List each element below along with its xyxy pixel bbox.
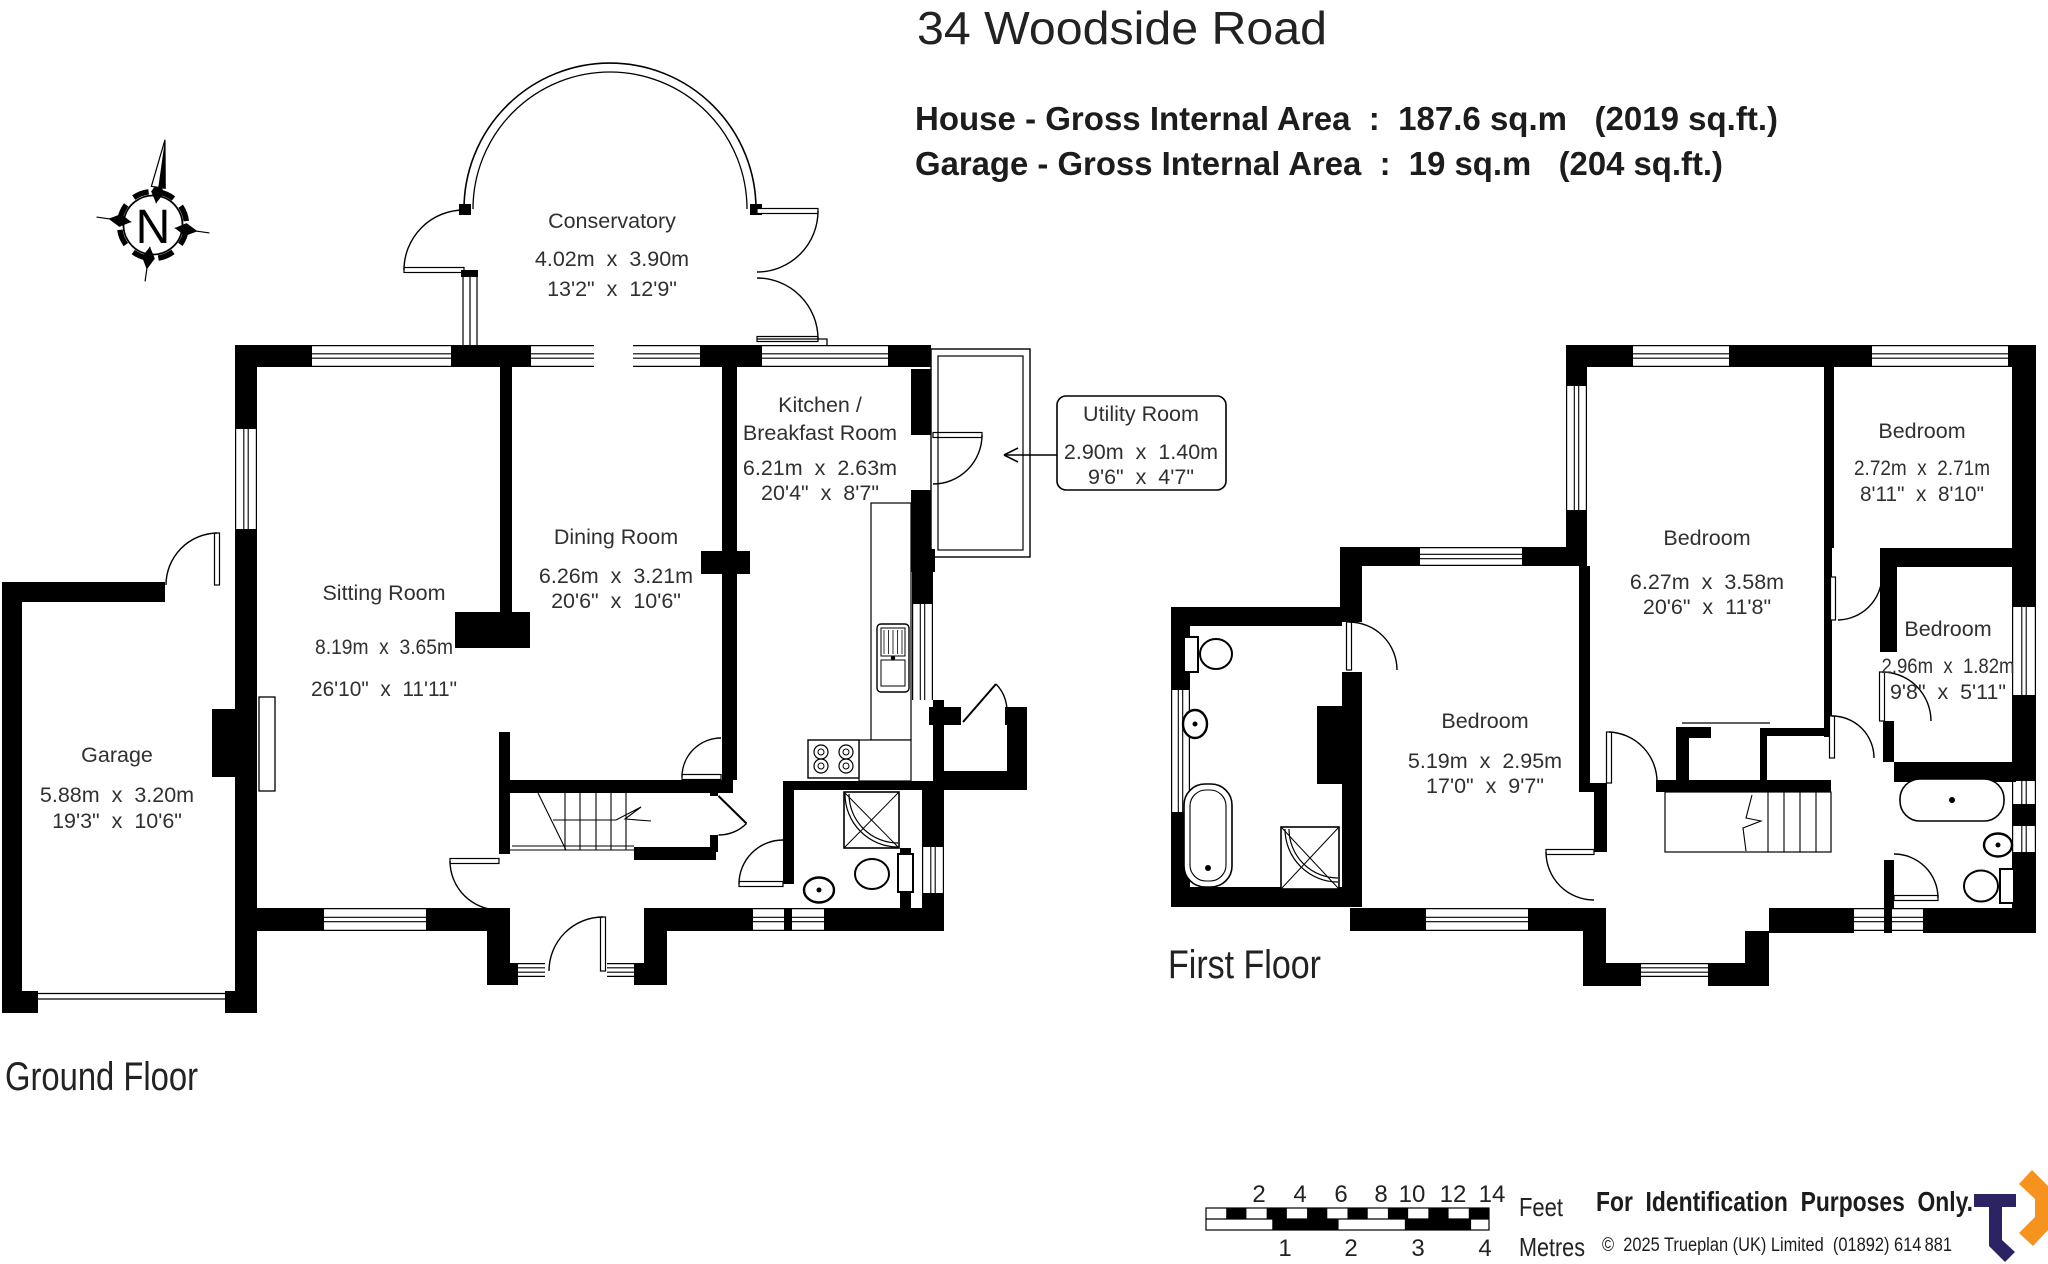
svg-text:Breakfast Room: Breakfast Room <box>743 421 897 445</box>
svg-text:First Floor: First Floor <box>1168 943 1321 987</box>
svg-text:Dining Room: Dining Room <box>554 525 678 549</box>
svg-text:13'2" x 12'9": 13'2" x 12'9" <box>547 277 677 301</box>
svg-text:Bedroom: Bedroom <box>1878 419 1965 443</box>
svg-text:6.21m x 2.63m: 6.21m x 2.63m <box>743 456 897 480</box>
svg-text:1: 1 <box>1278 1235 1291 1262</box>
svg-text:2.72m x 2.71m: 2.72m x 2.71m <box>1854 456 1990 480</box>
svg-text:Bedroom: Bedroom <box>1904 617 1991 641</box>
svg-text:6.26m x 3.21m: 6.26m x 3.21m <box>539 564 693 588</box>
svg-text:Conservatory: Conservatory <box>548 209 676 233</box>
svg-text:2.96m x 1.82m: 2.96m x 1.82m <box>1882 654 2015 678</box>
svg-text:4: 4 <box>1293 1181 1306 1208</box>
svg-text:Metres: Metres <box>1519 1232 1585 1262</box>
svg-text:Bedroom: Bedroom <box>1663 526 1750 550</box>
svg-text:Garage: Garage <box>81 743 153 767</box>
svg-text:17'0" x 9'7": 17'0" x 9'7" <box>1426 774 1544 798</box>
svg-text:Sitting Room: Sitting Room <box>322 581 445 605</box>
svg-text:26'10" x 11'11": 26'10" x 11'11" <box>311 677 457 701</box>
svg-text:9'8" x 5'11": 9'8" x 5'11" <box>1890 680 2006 704</box>
svg-text:Kitchen /: Kitchen / <box>778 393 862 417</box>
svg-text:5.88m x 3.20m: 5.88m x 3.20m <box>40 783 194 807</box>
svg-text:20'6" x 11'8": 20'6" x 11'8" <box>1643 595 1771 619</box>
svg-text:Ground Floor: Ground Floor <box>5 1055 198 1099</box>
svg-text:2: 2 <box>1252 1181 1265 1208</box>
svg-text:8.19m x 3.65m: 8.19m x 3.65m <box>315 635 453 659</box>
svg-text:14: 14 <box>1479 1181 1506 1208</box>
svg-text:12: 12 <box>1440 1181 1467 1208</box>
svg-text:N: N <box>136 201 171 254</box>
svg-text:10: 10 <box>1399 1181 1426 1208</box>
svg-text:Garage - Gross Internal Area: Garage - Gross Internal Area : 19 sq.m (… <box>915 145 1723 182</box>
svg-text:9'6" x 4'7": 9'6" x 4'7" <box>1088 465 1194 489</box>
svg-text:Utility Room: Utility Room <box>1083 402 1199 426</box>
svg-text:2: 2 <box>1344 1235 1357 1262</box>
svg-text:House - Gross Internal Area :: House - Gross Internal Area : 187.6 sq.m… <box>915 100 1778 137</box>
svg-text:2.90m x 1.40m: 2.90m x 1.40m <box>1064 440 1218 464</box>
svg-text:8'11" x 8'10": 8'11" x 8'10" <box>1860 482 1984 506</box>
svg-text:20'6" x 10'6": 20'6" x 10'6" <box>551 589 681 613</box>
svg-text:6.27m x 3.58m: 6.27m x 3.58m <box>1630 570 1784 594</box>
svg-text:8: 8 <box>1374 1181 1387 1208</box>
svg-text:Bedroom: Bedroom <box>1441 709 1528 733</box>
svg-text:19'3" x 10'6": 19'3" x 10'6" <box>52 809 182 833</box>
svg-text:6: 6 <box>1334 1181 1347 1208</box>
svg-text:© 2025 Trueplan (UK) Limited: © 2025 Trueplan (UK) Limited (01892) 614… <box>1602 1234 1952 1256</box>
svg-text:4: 4 <box>1478 1235 1491 1262</box>
svg-text:5.19m x 2.95m: 5.19m x 2.95m <box>1408 749 1562 773</box>
svg-text:Feet: Feet <box>1519 1192 1564 1222</box>
svg-text:3: 3 <box>1411 1235 1424 1262</box>
svg-text:34 Woodside Road: 34 Woodside Road <box>917 2 1327 54</box>
svg-text:20'4" x 8'7": 20'4" x 8'7" <box>761 481 879 505</box>
svg-text:4.02m x 3.90m: 4.02m x 3.90m <box>535 247 689 271</box>
svg-text:For Identification Purposes: For Identification Purposes Only. <box>1596 1186 1973 1217</box>
